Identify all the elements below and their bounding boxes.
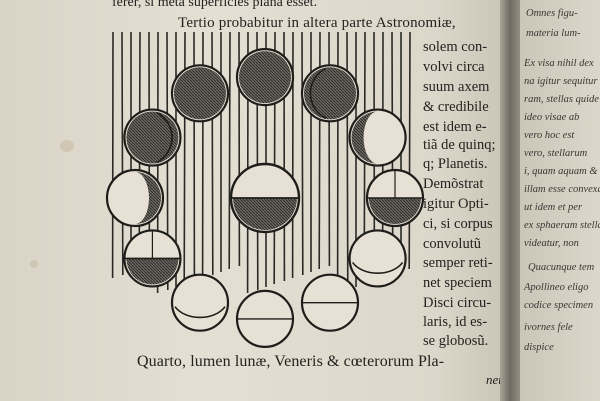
quarto-line: Quarto, lumen lunæ, Veneris & cœterorum … <box>137 353 445 370</box>
facing-line: ivornes fele <box>524 322 573 333</box>
facing-line: materia lum- <box>526 28 581 39</box>
side-line: convolutũ <box>423 236 481 252</box>
side-line: & credibile <box>423 99 489 115</box>
facing-line: vero, stellarum <box>524 148 588 159</box>
moon-phase-icon <box>123 229 182 288</box>
facing-line: ram, stellas quide <box>524 94 599 105</box>
paper-stain <box>30 260 38 268</box>
side-line: Demõstrat <box>423 176 484 192</box>
side-line: q; Planetis. <box>423 156 488 172</box>
cut-off-top-line: ferer, si meta superficies plana esset. <box>112 0 318 10</box>
facing-line: Ex visa nihil dex <box>524 58 594 69</box>
side-line: suum axem <box>423 79 490 95</box>
facing-line: Omnes figu- <box>526 8 578 19</box>
side-line: solem con- <box>423 39 488 55</box>
facing-line: vero hoc est <box>524 130 575 141</box>
side-line: Disci circu- <box>423 295 492 311</box>
facing-line: illam esse convexam <box>524 184 600 195</box>
ray-line <box>408 31 411 270</box>
moon-phase-icon <box>170 64 230 123</box>
facing-line: ideo visae ab <box>524 112 580 123</box>
moon-phase-icon <box>123 108 182 167</box>
moon-phase-icon <box>300 273 360 332</box>
side-line: tiã de quinq; <box>423 137 496 153</box>
facing-line: codice specimen <box>524 300 594 311</box>
book-gutter <box>500 0 522 401</box>
moon-orbit <box>105 47 425 348</box>
moon-phase-icon <box>235 289 295 348</box>
side-line: se globosũ. <box>423 333 489 349</box>
moon-phase-icon <box>348 108 407 167</box>
side-line: semper reti- <box>423 255 493 271</box>
moon-phase-icon <box>170 273 230 332</box>
facing-line: dispice <box>524 342 554 353</box>
moon-phase-icon <box>105 168 165 228</box>
facing-line: na igitur sequitur <box>524 76 598 87</box>
side-line: volvi circa <box>423 59 485 75</box>
facing-line: Quacunque tem <box>528 262 595 273</box>
moon-phase-icon <box>300 64 360 123</box>
facing-page: Omnes figu- materia lum- Ex visa nihil d… <box>520 0 600 401</box>
side-line: laris, id es- <box>423 314 488 330</box>
side-line: ci, si corpus <box>423 216 493 232</box>
moon-phase-icon <box>365 168 425 228</box>
moon-phase-icon <box>235 47 295 107</box>
facing-line: i, quam aquam & <box>524 166 598 177</box>
facing-line: videatur, non <box>524 238 579 249</box>
ray-line <box>301 31 304 276</box>
ray-line <box>121 31 124 276</box>
facing-line: ex sphaeram stellarum <box>524 220 600 231</box>
moon-phase-icon <box>348 229 407 288</box>
book-page: ferer, si meta superficies plana esset. … <box>0 0 512 401</box>
central-moon-icon <box>229 162 301 234</box>
ray-line <box>228 31 231 270</box>
side-line: igitur Opti- <box>423 196 489 212</box>
facing-line: Apollineo eligo <box>524 282 589 293</box>
paper-stain <box>60 140 74 152</box>
side-line: est idem e- <box>423 119 487 135</box>
facing-line: ut idem et per <box>524 202 583 213</box>
tertio-line: Tertio probabitur in altera parte Astron… <box>178 15 456 31</box>
side-line: net speciem <box>423 275 492 291</box>
moon-phases-woodcut <box>105 31 425 348</box>
